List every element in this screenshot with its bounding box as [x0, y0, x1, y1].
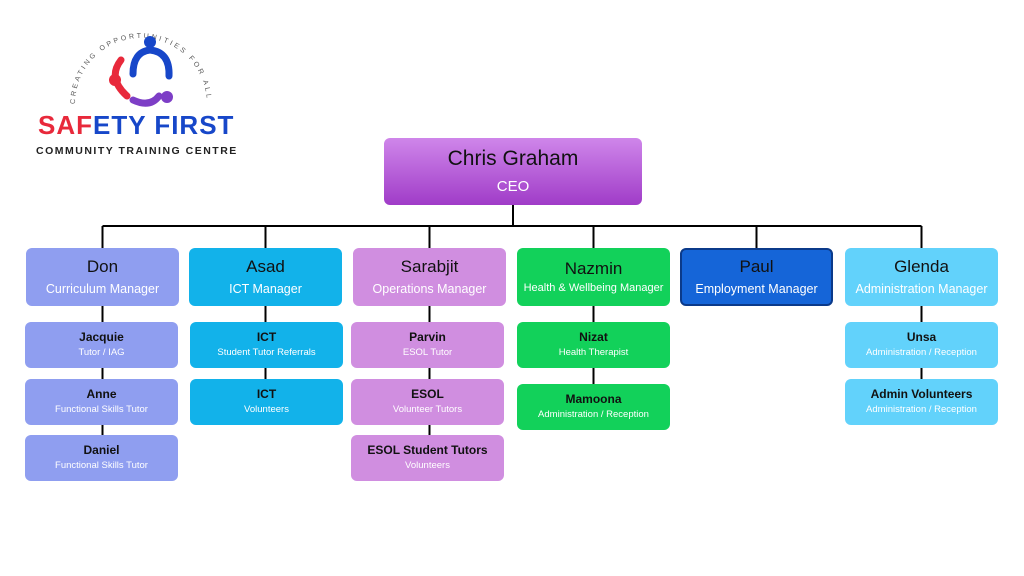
manager-box-asad-name: Asad	[246, 256, 285, 276]
staff-box[interactable]: ESOL Volunteer Tutors	[351, 379, 504, 425]
staff-box-role: Administration / Reception	[538, 409, 649, 421]
staff-box[interactable]: ICT Student Tutor Referrals	[190, 322, 343, 368]
staff-box-name: ESOL Student Tutors	[367, 442, 488, 457]
manager-box-sarabjit-name: Sarabjit	[400, 256, 459, 276]
staff-box-name: Parvin	[409, 329, 446, 344]
staff-box-role: Volunteers	[244, 404, 289, 416]
logo-emblem: CREATING OPPORTUNITIES FOR ALL	[70, 33, 209, 107]
staff-box-role: Administration / Reception	[866, 404, 977, 416]
staff-box-role: Functional Skills Tutor	[55, 404, 148, 416]
staff-box-role: Health Therapist	[558, 347, 629, 359]
staff-box-name: Unsa	[906, 329, 937, 344]
manager-box-asad-role: ICT Manager	[229, 281, 302, 296]
ceo-box[interactable]: Chris Graham CEO	[384, 138, 642, 205]
logo-title-blue: ETY FIRST	[93, 110, 235, 140]
staff-box-role: Student Tutor Referrals	[217, 347, 316, 359]
ceo-name: Chris Graham	[447, 147, 579, 171]
staff-box-name: Anne	[86, 386, 117, 401]
manager-box-sarabjit-role: Operations Manager	[372, 281, 487, 296]
manager-box-nazmin-role: Health & Wellbeing Manager	[523, 281, 664, 294]
logo-subtitle: COMMUNITY TRAINING CENTRE	[36, 145, 238, 157]
staff-box-name: Nizat	[579, 329, 608, 344]
manager-box-glenda-role: Administration Manager	[855, 281, 988, 296]
manager-box-don-name: Don	[86, 256, 119, 276]
manager-box-paul-name: Paul	[739, 256, 774, 276]
manager-box-nazmin-name: Nazmin	[564, 258, 623, 278]
staff-box-name: Jacquie	[79, 329, 124, 344]
manager-box-don-role: Curriculum Manager	[45, 281, 160, 296]
staff-box-role: Volunteer Tutors	[392, 404, 463, 416]
ceo-role: CEO	[496, 178, 530, 196]
manager-box-paul-role: Employment Manager	[695, 281, 818, 296]
staff-box-role: Functional Skills Tutor	[55, 460, 148, 472]
staff-box-name: ESOL	[411, 386, 444, 401]
logo-title: SAFETY FIRST	[38, 110, 234, 141]
staff-box-name: Admin Volunteers	[870, 386, 973, 401]
staff-box-name: Daniel	[83, 442, 120, 457]
staff-box-role: ESOL Tutor	[402, 347, 453, 359]
staff-box-role: Tutor / IAG	[78, 347, 125, 359]
staff-box[interactable]: ICT Volunteers	[190, 379, 343, 425]
staff-box-role: Volunteers	[405, 460, 450, 472]
manager-box-glenda-name: Glenda	[894, 256, 949, 276]
staff-box-name: ICT	[256, 329, 277, 344]
staff-box-role: Administration / Reception	[866, 347, 977, 359]
logo-title-red: SAF	[38, 110, 93, 140]
staff-box-name: ICT	[256, 386, 277, 401]
staff-box-name: Mamoona	[565, 391, 622, 406]
